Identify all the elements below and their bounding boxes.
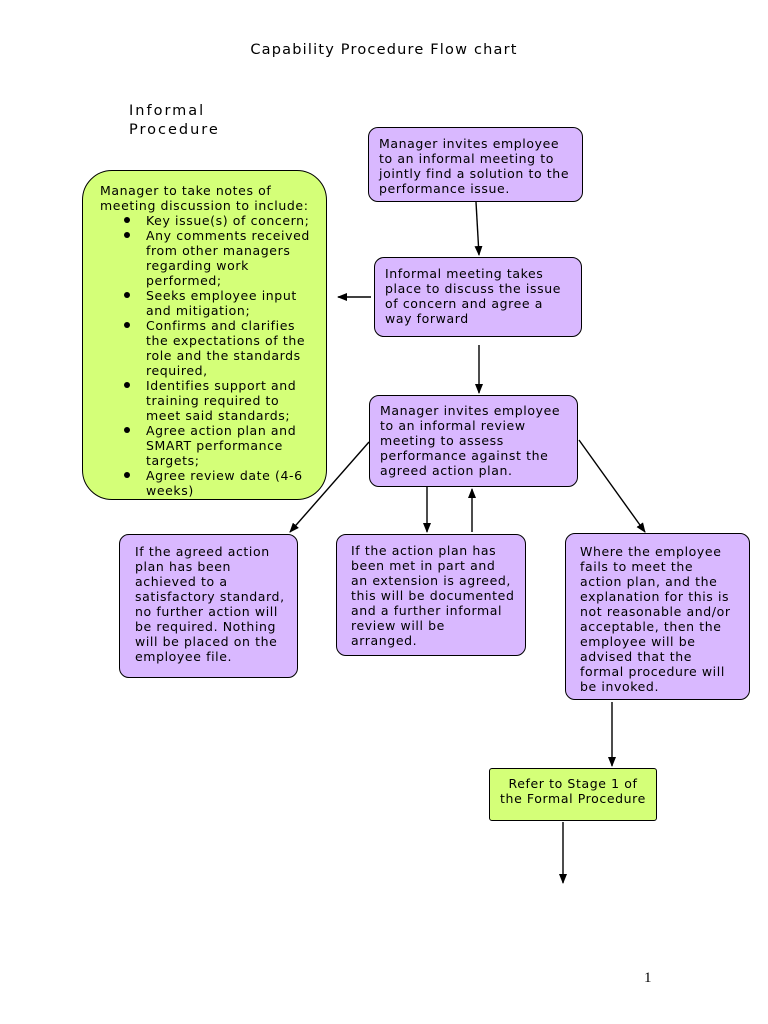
notes-list: Key issue(s) of concern; Any comments re… <box>100 213 314 498</box>
bullet-icon <box>124 472 130 478</box>
notes-item: Seeks employee input and mitigation; <box>124 288 314 318</box>
notes-item: Agree review date (4-6 weeks) <box>124 468 314 498</box>
outcome-achieved-box: If the agreed action plan has been achie… <box>119 534 298 678</box>
outcome-failed-box: Where the employee fails to meet the act… <box>565 533 750 700</box>
bullet-icon <box>124 382 130 388</box>
bullet-icon <box>124 427 130 433</box>
notes-item: Identifies support and training required… <box>124 378 314 423</box>
notes-item: Confirms and clarifies the expectations … <box>124 318 314 378</box>
arrow-invite-to-meeting <box>474 201 483 256</box>
notes-item: Any comments received from other manager… <box>124 228 314 288</box>
bullet-icon <box>124 217 130 223</box>
step-informal-meeting-takes-place: Informal meeting takes place to discuss … <box>374 257 582 337</box>
page-number: 1 <box>644 970 652 986</box>
arrow-review-to-failed <box>578 439 646 533</box>
bullet-icon <box>124 292 130 298</box>
arrow-review-to-achieved <box>289 441 370 533</box>
section-label-informal-procedure: Informal Procedure <box>129 103 220 138</box>
notes-item: Key issue(s) of concern; <box>124 213 314 228</box>
notes-heading: Manager to take notes of meeting discuss… <box>100 183 309 213</box>
step-invite-informal-meeting: Manager invites employee to an informal … <box>368 127 583 202</box>
outcome-partial-box: If the action plan has been met in part … <box>336 534 526 656</box>
notes-box: Manager to take notes of meeting discuss… <box>82 170 327 500</box>
bullet-icon <box>124 322 130 328</box>
refer-formal-procedure-box: Refer to Stage 1 of the Formal Procedure <box>489 768 657 821</box>
notes-item: Agree action plan and SMART performance … <box>124 423 314 468</box>
page-title: Capability Procedure Flow chart <box>250 42 518 58</box>
bullet-icon <box>124 232 130 238</box>
step-invite-review-meeting: Manager invites employee to an informal … <box>369 395 578 487</box>
